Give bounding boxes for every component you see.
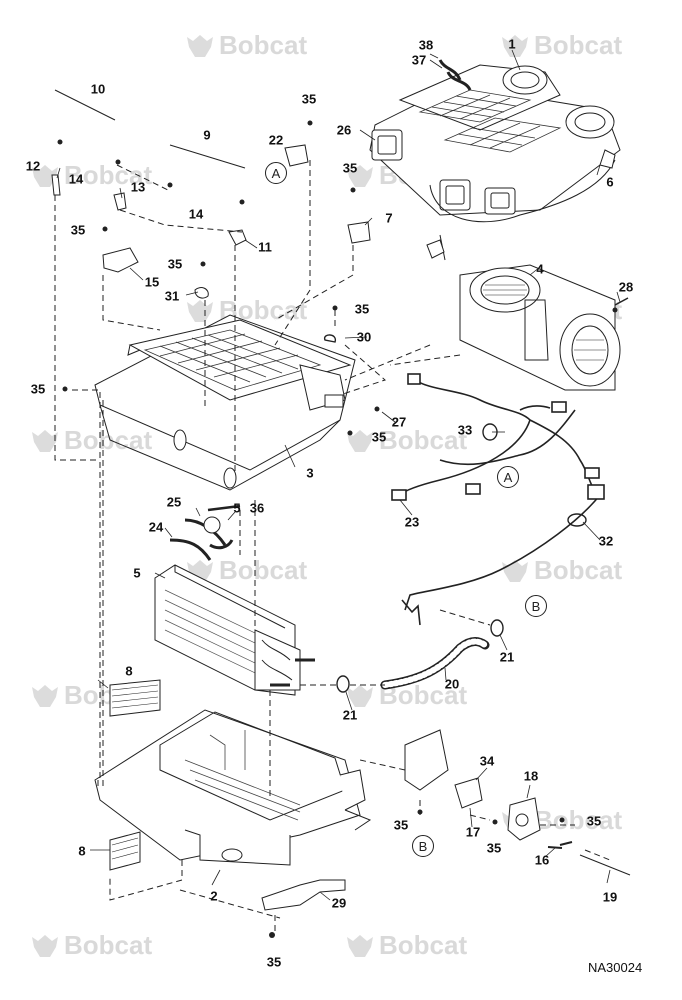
callout-35-e: 35 bbox=[354, 301, 370, 317]
callout-24: 24 bbox=[148, 519, 164, 535]
watermark-text: Bobcat bbox=[64, 425, 153, 455]
callout-35-j: 35 bbox=[486, 840, 502, 856]
callout-18: 18 bbox=[523, 768, 539, 784]
alignment-lines bbox=[54, 160, 611, 935]
callout-36: 36 bbox=[249, 500, 265, 516]
watermark: Bobcat bbox=[30, 425, 152, 456]
callout-3: 3 bbox=[306, 465, 314, 481]
watermark-text: Bobcat bbox=[219, 555, 308, 585]
callout-35-b: 35 bbox=[342, 160, 358, 176]
heater-core bbox=[154, 516, 315, 696]
watermark-text: Bobcat bbox=[534, 555, 623, 585]
bobcat-logo-icon bbox=[187, 299, 213, 322]
callout-4: 4 bbox=[536, 261, 544, 277]
diagram-id: NA30024 bbox=[588, 960, 643, 975]
callout-1: 1 bbox=[508, 36, 516, 52]
bobcat-logo-icon bbox=[502, 34, 528, 57]
callout-35-h: 35 bbox=[393, 817, 409, 833]
watermark-text: Bobcat bbox=[534, 30, 623, 60]
bobcat-logo-icon bbox=[347, 164, 373, 187]
callout-30: 30 bbox=[356, 329, 372, 345]
callout-35-i: 35 bbox=[586, 813, 602, 829]
reference-circle-a-harness: A bbox=[497, 466, 519, 488]
bobcat-logo-icon bbox=[32, 429, 58, 452]
bobcat-logo-icon bbox=[187, 34, 213, 57]
callout-31: 31 bbox=[164, 288, 180, 304]
callout-13: 13 bbox=[130, 179, 146, 195]
leader-lines bbox=[56, 49, 621, 901]
callout-33: 33 bbox=[457, 422, 473, 438]
callout-5-a: 5 bbox=[233, 500, 241, 516]
small-components bbox=[51, 89, 631, 911]
callout-21-a: 21 bbox=[499, 649, 515, 665]
fasteners bbox=[57, 120, 618, 938]
watermark-text: Bobcat bbox=[219, 30, 308, 60]
callout-27: 27 bbox=[391, 414, 407, 430]
callout-35-k: 35 bbox=[266, 954, 282, 970]
callout-6: 6 bbox=[606, 174, 614, 190]
callout-35-f: 35 bbox=[30, 381, 46, 397]
callout-26: 26 bbox=[336, 122, 352, 138]
callout-29: 29 bbox=[331, 895, 347, 911]
hvac-upper-housing bbox=[369, 59, 621, 261]
callout-22: 22 bbox=[268, 132, 284, 148]
callout-8-a: 8 bbox=[125, 663, 133, 679]
callout-14-a: 14 bbox=[68, 171, 84, 187]
callout-38: 38 bbox=[418, 37, 434, 53]
bobcat-logo-icon bbox=[32, 684, 58, 707]
callout-8-b: 8 bbox=[78, 843, 86, 859]
callout-15: 15 bbox=[144, 274, 160, 290]
watermark-text: Bobcat bbox=[534, 805, 623, 835]
callout-7: 7 bbox=[385, 210, 393, 226]
callout-25: 25 bbox=[166, 494, 182, 510]
bobcat-logo-icon bbox=[32, 164, 58, 187]
watermark: Bobcat bbox=[345, 425, 467, 456]
callout-35-g: 35 bbox=[371, 429, 387, 445]
watermark: Bobcat bbox=[345, 930, 467, 961]
bobcat-logo-icon bbox=[502, 559, 528, 582]
callout-37: 37 bbox=[411, 52, 427, 68]
wiring-harness bbox=[391, 373, 605, 626]
callout-23: 23 bbox=[404, 514, 420, 530]
callout-2: 2 bbox=[210, 888, 218, 904]
callout-35-a: 35 bbox=[301, 91, 317, 107]
callout-19: 19 bbox=[602, 889, 618, 905]
callout-21-b: 21 bbox=[342, 707, 358, 723]
watermark-text: Bobcat bbox=[379, 425, 468, 455]
hose-clamps bbox=[323, 334, 587, 693]
reference-circle-a: A bbox=[265, 162, 287, 184]
reference-circle-b-lower: B bbox=[412, 835, 434, 857]
callout-35-d: 35 bbox=[167, 256, 183, 272]
callout-17: 17 bbox=[465, 824, 481, 840]
bobcat-logo-icon bbox=[347, 429, 373, 452]
bobcat-logo-icon bbox=[32, 934, 58, 957]
watermark: Bobcat bbox=[500, 30, 622, 61]
callout-11: 11 bbox=[258, 239, 272, 255]
callout-32: 32 bbox=[598, 533, 614, 549]
watermark-text: Bobcat bbox=[64, 930, 153, 960]
watermark: Bobcat bbox=[500, 555, 622, 586]
watermark-text: Bobcat bbox=[379, 930, 468, 960]
callout-20: 20 bbox=[444, 676, 460, 692]
hvac-mid-housing bbox=[94, 314, 356, 491]
callout-35-c: 35 bbox=[70, 222, 86, 238]
callout-10: 10 bbox=[90, 81, 106, 97]
callout-14-b: 14 bbox=[188, 206, 204, 222]
callout-12: 12 bbox=[25, 158, 41, 174]
bobcat-logo-icon bbox=[347, 934, 373, 957]
callout-5-b: 5 bbox=[133, 565, 141, 581]
callout-9: 9 bbox=[203, 127, 211, 143]
callout-16: 16 bbox=[534, 852, 550, 868]
hvac-lower-housing bbox=[94, 709, 372, 866]
bobcat-logo-icon bbox=[347, 684, 373, 707]
watermark: Bobcat bbox=[185, 30, 307, 61]
callout-34: 34 bbox=[479, 753, 495, 769]
blower-assembly bbox=[459, 264, 621, 391]
reference-circle-b: B bbox=[525, 595, 547, 617]
watermark: Bobcat bbox=[30, 930, 152, 961]
callout-28: 28 bbox=[618, 279, 634, 295]
hose bbox=[380, 637, 490, 690]
